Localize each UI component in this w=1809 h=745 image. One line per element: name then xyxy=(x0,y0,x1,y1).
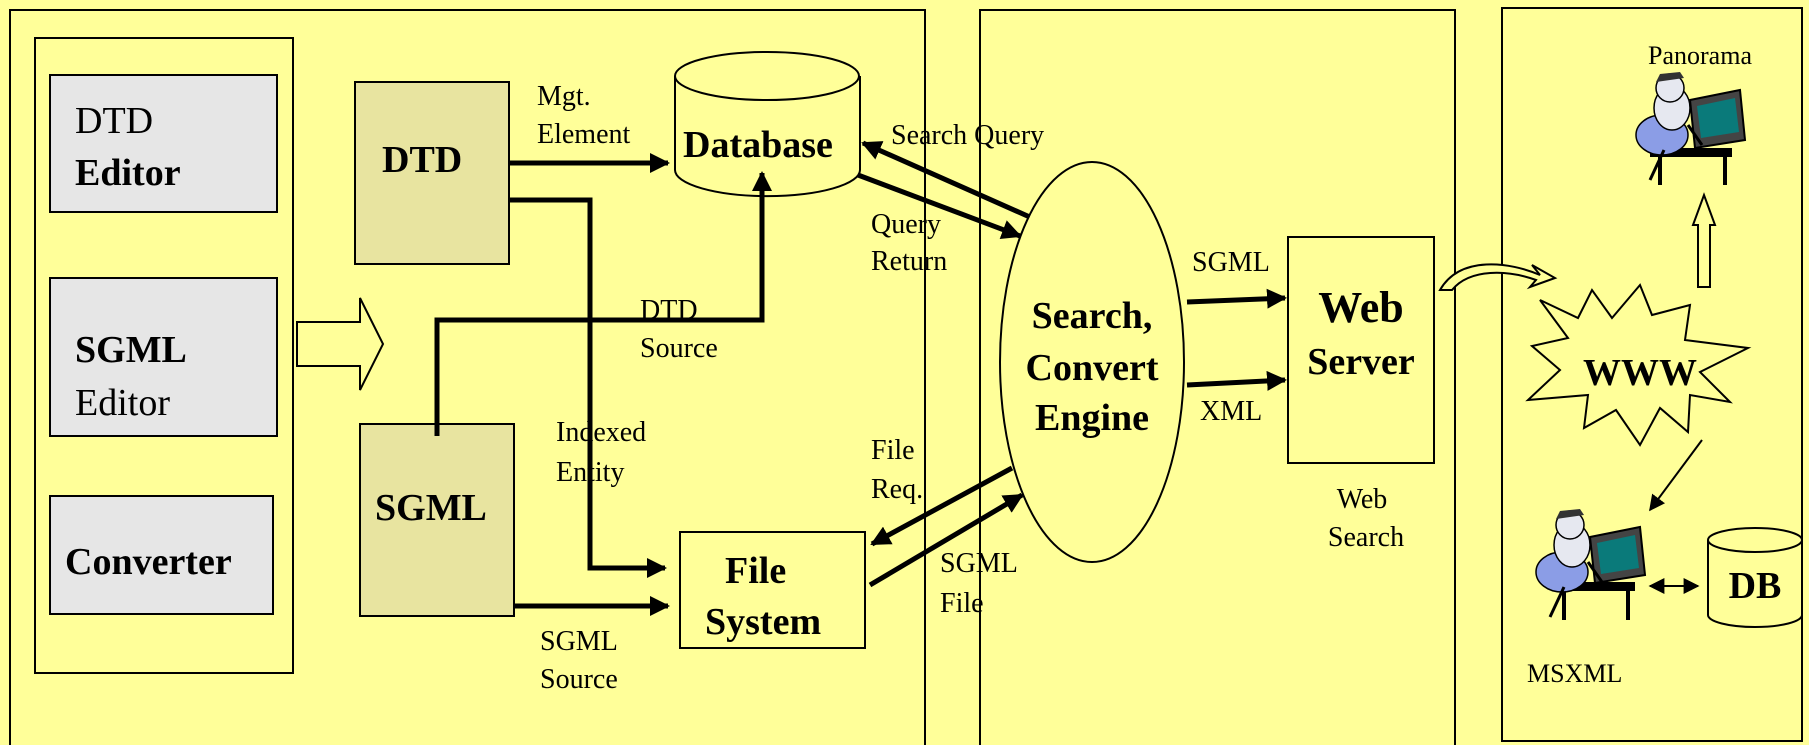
arrow-sgml-file xyxy=(868,492,1024,588)
sgml-box: SGML xyxy=(359,423,515,617)
label-search-query: Search Query xyxy=(891,120,1044,151)
tools-container xyxy=(34,37,294,674)
label-req: Req. xyxy=(871,474,923,505)
svg-text:Server: Server xyxy=(1307,341,1415,383)
web-server-box: Web Server xyxy=(1287,236,1435,464)
arrow-indexed-entity xyxy=(509,197,667,578)
converter-box: Converter xyxy=(49,495,274,615)
dtd-box: DTD xyxy=(354,81,510,265)
computer-user-icon xyxy=(1535,509,1647,620)
label-search: Search xyxy=(1328,522,1404,553)
computer-user-icon xyxy=(1635,72,1747,185)
arrow-search-query xyxy=(861,140,1034,221)
svg-text:File: File xyxy=(725,550,786,592)
arrow-engine-xml xyxy=(1186,370,1287,391)
label-panorama: Panorama xyxy=(1648,41,1752,70)
db-cylinder: DB xyxy=(1707,527,1803,628)
svg-text:Editor: Editor xyxy=(75,382,170,424)
middle-panel xyxy=(979,9,1456,745)
label-sgml-out: SGML xyxy=(1192,247,1270,278)
svg-text:Converter: Converter xyxy=(65,541,232,583)
www-burst: WWW xyxy=(1525,283,1752,447)
arrow-file-req xyxy=(870,465,1014,547)
label-dtd-source-2: Source xyxy=(640,333,718,364)
arrow-query-return xyxy=(857,172,1022,240)
label-file: File xyxy=(871,435,915,466)
label-sgml-source-1: SGML xyxy=(540,626,618,657)
svg-text:SGML: SGML xyxy=(75,329,187,371)
file-system-box: File System xyxy=(679,531,866,649)
curved-arrow-icon xyxy=(1438,263,1558,291)
arrow-engine-sgml xyxy=(1186,288,1287,309)
svg-text:WWW: WWW xyxy=(1583,352,1697,394)
svg-text:System: System xyxy=(705,601,821,643)
svg-text:DB: DB xyxy=(1729,565,1782,607)
label-query: Query xyxy=(871,209,941,240)
right-panel xyxy=(1501,7,1803,742)
svg-text:SGML: SGML xyxy=(375,487,487,529)
dtd-editor-box: DTD Editor xyxy=(49,74,278,213)
label-return: Return xyxy=(871,246,947,277)
label-mgt: Mgt. xyxy=(537,81,591,112)
search-convert-engine: Search, Convert Engine xyxy=(999,161,1185,563)
svg-text:Web: Web xyxy=(1318,283,1404,332)
svg-text:Convert: Convert xyxy=(1026,347,1159,389)
label-xml-out: XML xyxy=(1200,396,1262,427)
label-sgml-file-1: SGML xyxy=(940,548,1018,579)
svg-text:Engine: Engine xyxy=(1035,397,1149,439)
database-cylinder: Database xyxy=(674,51,861,198)
svg-text:Database: Database xyxy=(683,124,833,166)
label-indexed: Indexed xyxy=(556,417,646,448)
svg-text:DTD: DTD xyxy=(382,139,462,181)
arrow-dtd-source xyxy=(434,171,772,436)
label-msxml: MSXML xyxy=(1527,659,1622,688)
sgml-editor-box: SGML Editor xyxy=(49,277,278,437)
left-panel xyxy=(9,9,926,745)
arrow-www-to-msxml xyxy=(1649,439,1703,512)
svg-text:Editor: Editor xyxy=(75,152,181,194)
block-arrow-icon xyxy=(296,297,385,391)
label-element: Element xyxy=(537,119,631,150)
label-sgml-source-2: Source xyxy=(540,664,618,695)
svg-text:Search,: Search, xyxy=(1032,295,1153,337)
up-arrow-icon xyxy=(1691,192,1717,288)
label-sgml-file-2: File xyxy=(940,588,984,619)
label-web: Web xyxy=(1337,484,1388,515)
svg-text:DTD: DTD xyxy=(75,100,153,142)
